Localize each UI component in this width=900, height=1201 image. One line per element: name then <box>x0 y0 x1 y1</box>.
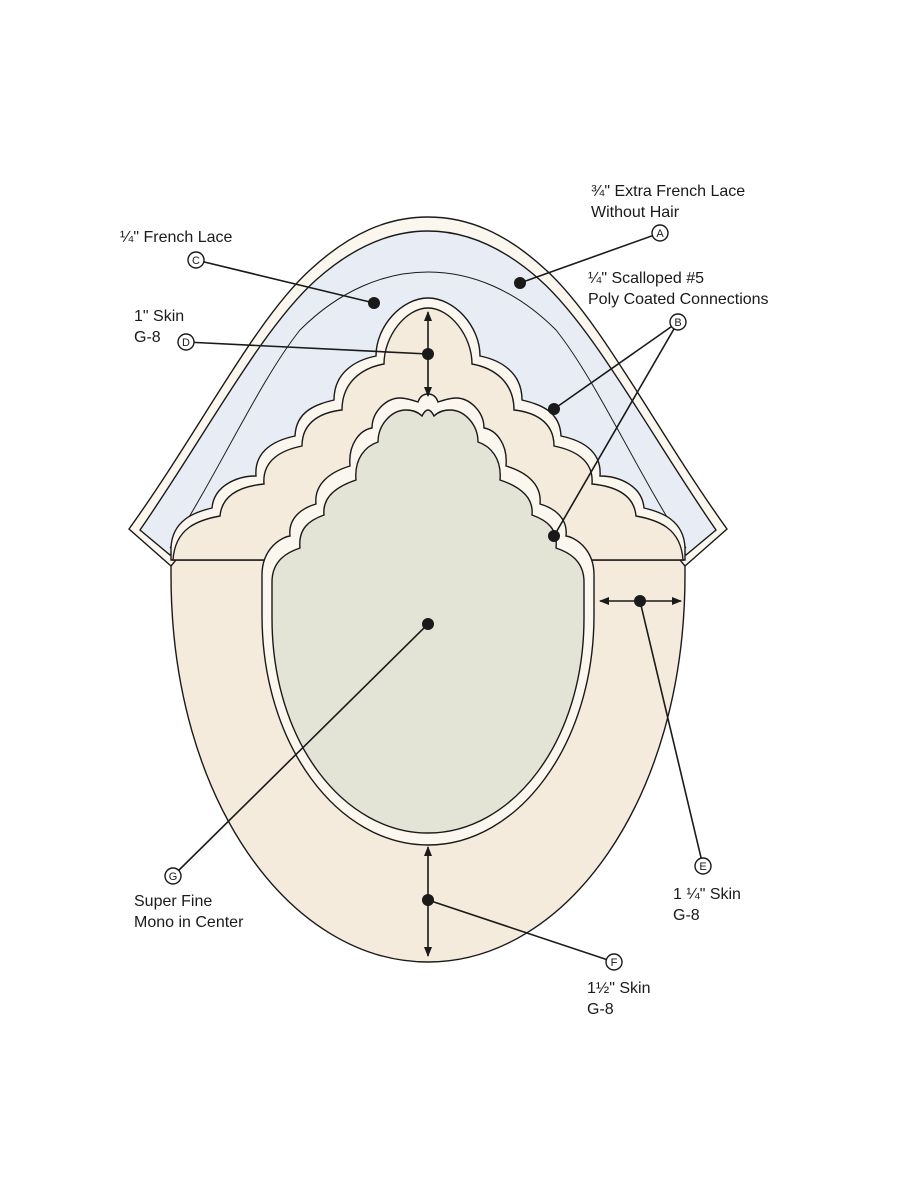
svg-text:F: F <box>611 957 618 969</box>
svg-text:1" Skin: 1" Skin <box>134 308 184 325</box>
svg-text:¾" Extra French Lace: ¾" Extra French Lace <box>591 183 745 200</box>
svg-text:A: A <box>656 228 664 240</box>
svg-text:Poly Coated Connections: Poly Coated Connections <box>588 291 769 308</box>
marker-c: C <box>187 251 205 269</box>
svg-text:1 ¼" Skin: 1 ¼" Skin <box>673 886 741 903</box>
svg-text:¼" Scalloped #5: ¼" Scalloped #5 <box>588 270 704 287</box>
marker-e: E <box>694 857 712 875</box>
svg-text:B: B <box>674 317 681 329</box>
label-a: ¾" Extra French Lace Without Hair <box>591 183 745 221</box>
point-b-upper <box>548 403 560 415</box>
leader-a <box>519 232 661 284</box>
svg-text:Super Fine: Super Fine <box>134 893 212 910</box>
label-b: ¼" Scalloped #5 Poly Coated Connections <box>588 270 769 308</box>
label-e: 1 ¼" Skin G-8 <box>673 886 741 924</box>
svg-text:G-8: G-8 <box>587 1001 614 1018</box>
label-c: ¼" French Lace <box>120 229 233 246</box>
leader-b-1 <box>553 321 679 410</box>
svg-text:D: D <box>182 337 190 349</box>
point-f <box>422 894 434 906</box>
leader-f <box>427 899 615 963</box>
point-e <box>634 595 646 607</box>
point-a <box>514 277 526 289</box>
svg-text:Without Hair: Without Hair <box>591 204 680 221</box>
svg-text:G-8: G-8 <box>673 907 700 924</box>
point-c <box>368 297 380 309</box>
leader-c <box>195 259 375 304</box>
marker-f: F <box>605 953 623 971</box>
leader-e <box>639 600 704 867</box>
svg-text:G-8: G-8 <box>134 329 161 346</box>
marker-g: G <box>164 867 182 885</box>
lace-inner-guide-line <box>169 271 687 549</box>
svg-text:E: E <box>699 861 706 873</box>
label-f: 1½" Skin G-8 <box>587 980 651 1018</box>
svg-text:Mono in Center: Mono in Center <box>134 914 244 931</box>
svg-text:C: C <box>192 255 200 267</box>
svg-text:¼" French Lace: ¼" French Lace <box>120 229 233 246</box>
label-d: 1" Skin G-8 <box>134 308 184 346</box>
marker-d: D <box>177 333 195 351</box>
label-g: Super Fine Mono in Center <box>134 893 244 931</box>
svg-text:1½" Skin: 1½" Skin <box>587 980 651 997</box>
marker-a: A <box>651 224 669 242</box>
leader-d <box>185 341 429 355</box>
leader-g <box>172 623 429 877</box>
leader-b-2 <box>553 321 679 537</box>
marker-b: B <box>669 313 687 331</box>
point-g <box>422 618 434 630</box>
point-b-lower <box>548 530 560 542</box>
svg-text:G: G <box>169 871 178 883</box>
point-d <box>422 348 434 360</box>
